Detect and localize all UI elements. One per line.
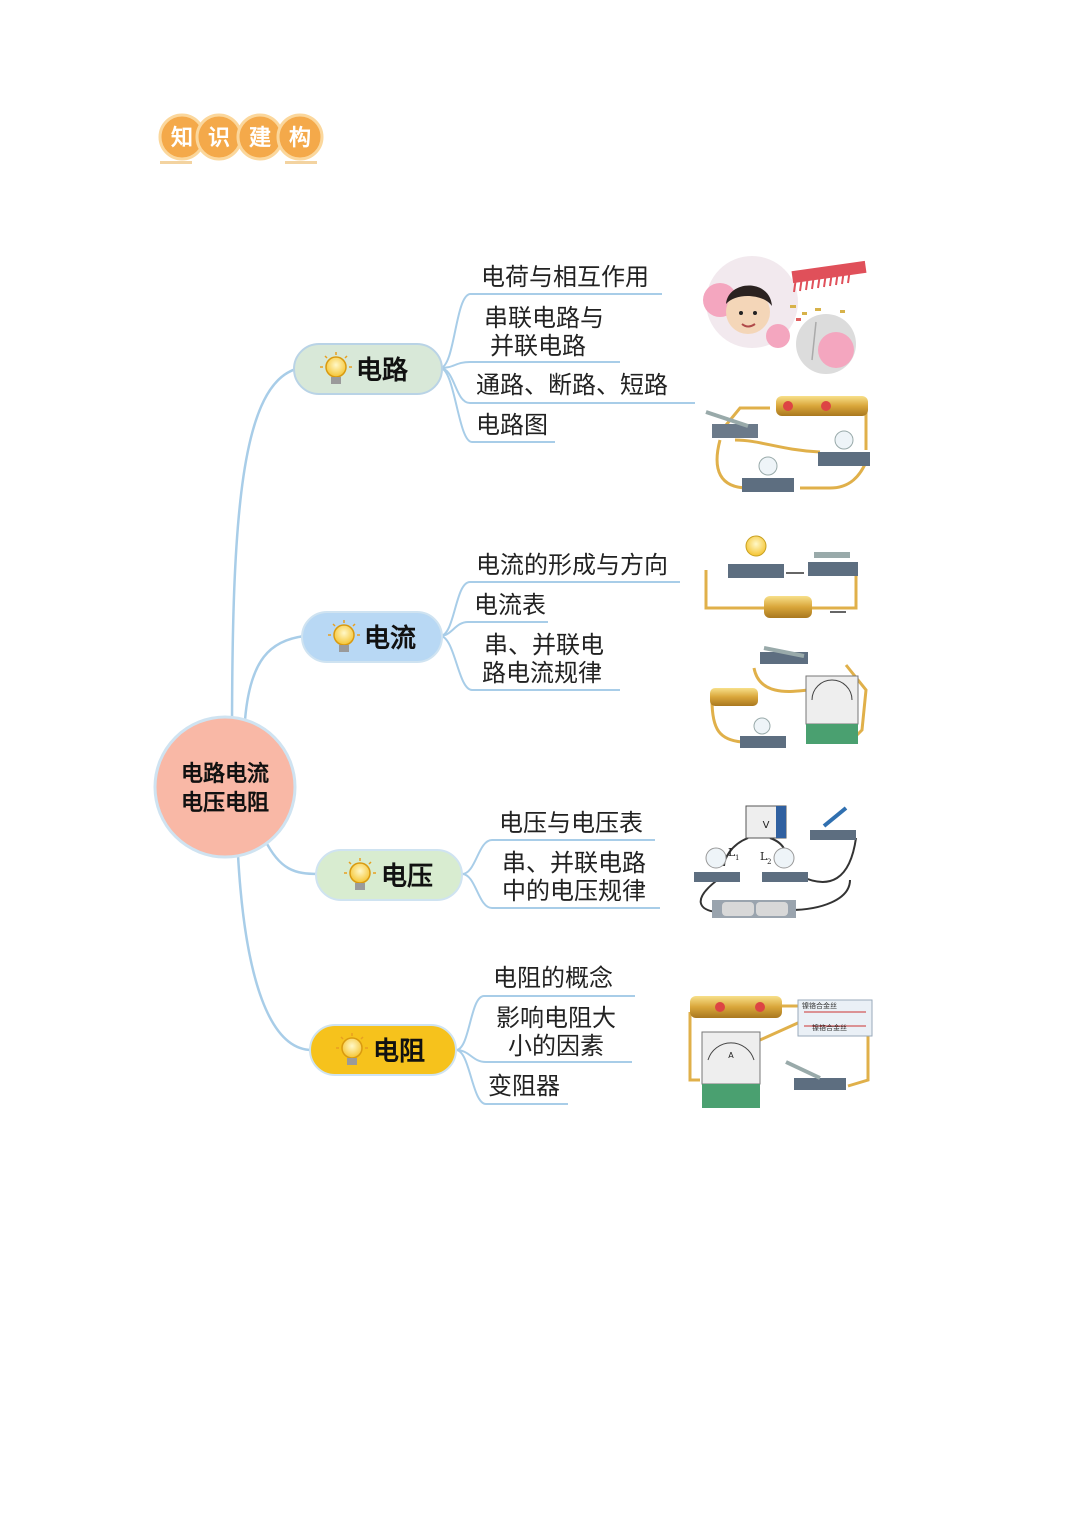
leaf-dianliu-1: 电流的形成与方向 [476,551,668,579]
resistance-wire-board [797,999,873,1037]
bulb [758,456,778,476]
static-electricity-photo [703,256,867,374]
branch-pill-dianliu [301,611,443,663]
circuit-figure-1 [705,396,870,492]
ammeter [701,1031,761,1085]
leaf-dianlu-2a: 串联电路与 [484,304,604,332]
leaf-dianzu-2b: 小的因素 [508,1032,604,1060]
connector-dianlu [230,366,301,741]
branch-label-dianliu: 电流 [364,624,416,654]
wire-label-1: 镍铬合金丝 [802,1001,837,1010]
branch-pill-dianzu [309,1024,457,1076]
center-circle [153,715,297,859]
circuit-figure-4: V L 1 L 2 [694,805,857,918]
connector-dianya [263,839,319,876]
lightbulb-icon [336,1033,368,1065]
title-circle-4 [276,113,324,161]
lightbulb-icon [344,858,376,890]
circuit-figure-2 [704,535,858,618]
branch-pill-dianya [315,849,463,901]
bulb [834,430,854,450]
leaf-dianliu-3b: 路电流规律 [482,659,602,687]
center-label-line2: 电压电阻 [181,791,269,816]
bulb-l2-subscript: 2 [767,858,771,866]
branch-node-dianliu: 电流 [301,611,443,663]
branch-node-dianzu: 电阻 [309,1024,457,1076]
battery [690,996,782,1018]
branch-connectors [439,293,695,1105]
branch-label-dianzu: 电阻 [373,1037,425,1067]
bulb-l1-label: L [728,846,736,859]
branch-node-dianlu: 电路 [293,343,443,395]
battery [710,688,758,706]
switch [712,424,758,438]
center-label-line1: 电路电流 [181,761,269,787]
circuit-figure-5: 镍铬合金丝 镍铬合金丝 A [688,996,873,1108]
ammeter [805,675,859,725]
hair [726,285,772,306]
bulb-l1-subscript: 1 [735,854,739,862]
title-char-3: 建 [249,126,271,151]
bulb-l2-label: L [760,850,768,863]
leaf-dianlu-2b: 并联电路 [490,332,586,360]
branch-label-dianlu: 电路 [356,355,409,386]
leaf-dianya-2b: 中的电压规律 [502,877,646,905]
leaf-dianlu-4: 电路图 [476,411,548,439]
leaf-dianliu-3a: 串、并联电 [484,631,604,659]
battery [764,596,812,618]
title-char-4: 构 [289,125,311,151]
connector-dianliu [243,634,306,721]
comb-icon [791,260,867,293]
title-underline-right [285,161,317,164]
center-node: 电路电流 电压电阻 [153,715,297,859]
bulb [753,717,771,735]
ammeter-label: A [728,1051,734,1060]
lightbulb-icon [328,620,360,652]
circuit-figure-3 [710,646,868,748]
bulb-l2 [773,847,795,869]
center-connectors [230,366,319,1052]
voltmeter-label: V [763,820,770,831]
leaf-dianzu-3: 变阻器 [488,1072,560,1100]
title-char-1: 知 [171,125,193,151]
leaf-dianzu-1: 电阻的概念 [493,964,613,992]
lit-bulb [745,535,767,557]
leaf-dianliu-2: 电流表 [474,591,546,619]
leaf-dianlu-1: 电荷与相互作用 [481,263,649,291]
leaf-dianya-1: 电压与电压表 [499,809,643,837]
wire-label-2: 镍铬合金丝 [812,1023,847,1032]
bulb-l1 [705,847,727,869]
switch [794,1078,846,1090]
connector-dianzu [236,854,313,1052]
face [726,290,770,334]
branch-node-dianya: 电压 [315,849,463,901]
leaf-dianlu-3: 通路、断路、短路 [476,371,668,399]
switch [808,562,858,576]
branch-label-dianya: 电压 [381,862,433,892]
leaf-dianya-2a: 串、并联电路 [502,849,646,877]
balloon-right [818,332,854,368]
title-char-2: 识 [208,126,230,151]
switch [810,830,856,840]
section-title: 知 识 建 构 [158,113,324,164]
leaf-dianzu-2a: 影响电阻大 [496,1004,616,1032]
title-underline-left [160,161,192,164]
lightbulb-icon [320,352,352,384]
